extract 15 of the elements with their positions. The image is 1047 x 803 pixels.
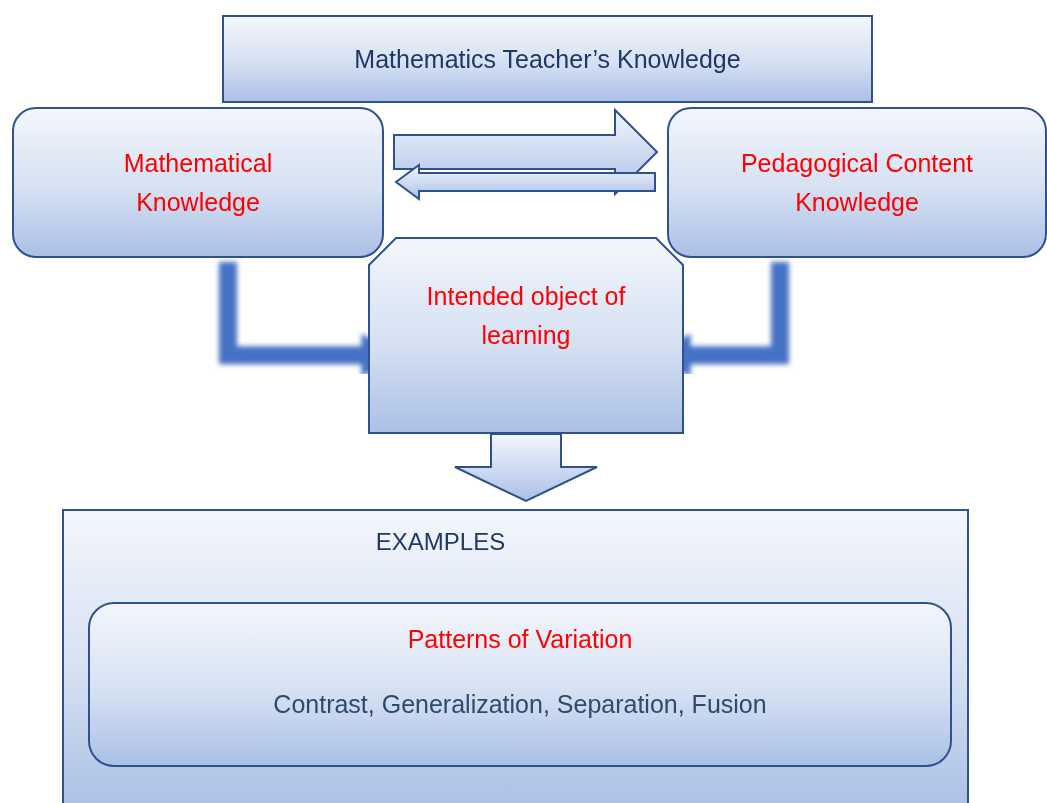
rounded-box <box>88 602 952 767</box>
node-label: Mathematics Teacher’s Knowledge <box>354 43 741 75</box>
node-label: Patterns of Variation <box>407 624 633 655</box>
node-label: EXAMPLES <box>375 527 506 557</box>
rounded-box <box>667 107 1047 258</box>
node-label: Pedagogical Content Knowledge <box>739 147 975 218</box>
title-box <box>222 15 873 103</box>
block-arrow <box>454 433 598 503</box>
node-label: Intended object of learning <box>425 281 627 351</box>
node-label: Mathematical Knowledge <box>122 147 274 218</box>
rounded-box <box>12 107 384 258</box>
block-arrow <box>393 107 659 197</box>
block-arrow <box>394 163 656 201</box>
node-text: Contrast, Generalization, Separation, Fusion <box>273 688 767 720</box>
panel <box>62 509 969 803</box>
